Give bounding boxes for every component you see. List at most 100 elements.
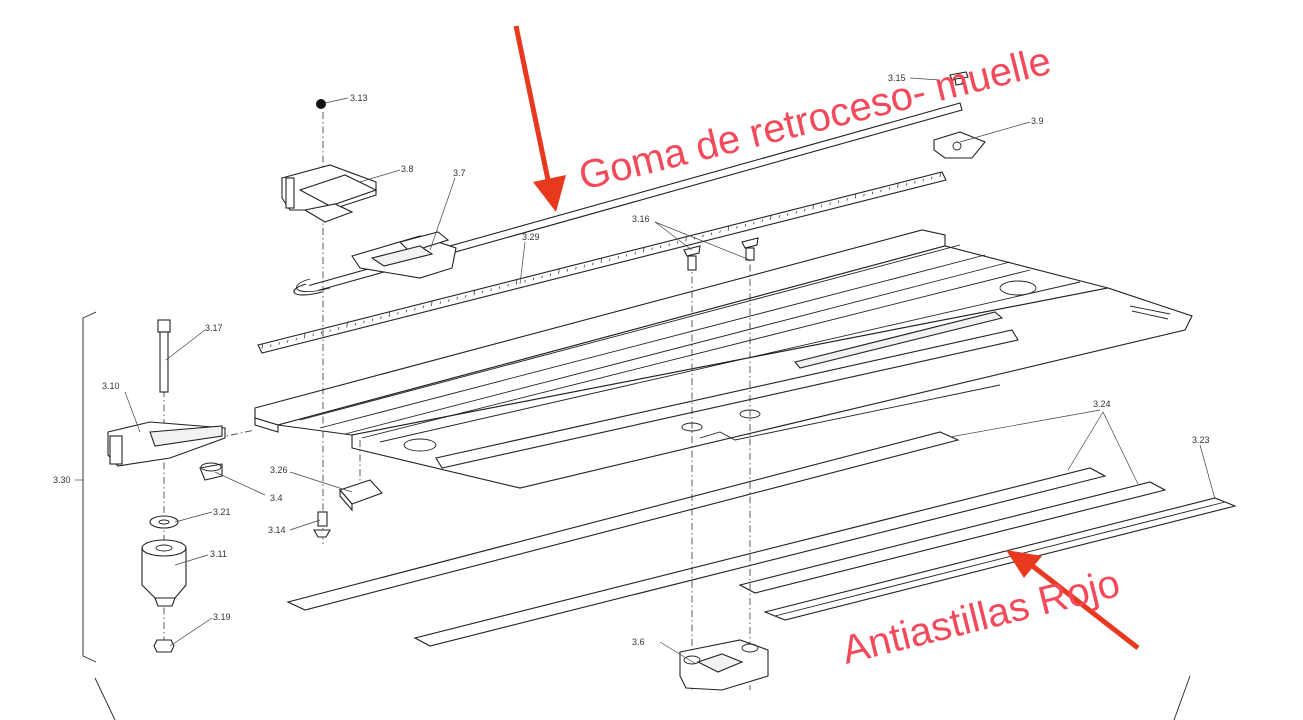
scale-tick — [634, 251, 636, 255]
nut-3-19 — [153, 639, 175, 653]
scale-tick — [507, 284, 509, 287]
scale-tick — [439, 301, 441, 304]
screw-3-15 — [949, 71, 969, 86]
scale-tick — [354, 322, 357, 326]
scale-tick — [888, 187, 891, 190]
scale-tick — [575, 266, 577, 270]
scale-tick — [295, 337, 297, 341]
label-3-19: 3.19 — [213, 612, 231, 622]
scale-tick — [753, 221, 755, 225]
scale-tick — [837, 200, 840, 203]
scale-tick — [431, 300, 433, 307]
arrow-antisplinter — [1028, 562, 1140, 650]
end-cap-3-9 — [933, 131, 986, 159]
scale-tick — [371, 318, 374, 322]
scale-tick — [448, 299, 450, 302]
part-labels: 3.13 3.8 3.7 3.29 3.15 3.9 3.16 3.17 3.1… — [53, 73, 1210, 647]
scale-tick — [736, 226, 738, 229]
scale-tick — [668, 243, 670, 246]
scale-tick — [473, 290, 475, 296]
scale-tick — [566, 269, 569, 272]
annotation-spring: Goma de retroceso- muelle — [513, 25, 1055, 212]
arrow-spring — [513, 25, 551, 181]
scale-tick — [397, 312, 399, 315]
main-rail — [254, 229, 1193, 489]
slide-3-7 — [351, 231, 457, 279]
scale-tick — [812, 204, 814, 210]
scale-tick — [914, 180, 916, 184]
scale-tick — [490, 288, 492, 291]
label-3-9: 3.9 — [1031, 116, 1044, 126]
scale-tick — [871, 191, 874, 195]
label-3-13: 3.13 — [350, 93, 368, 103]
scale-tick — [727, 225, 730, 231]
clamp-3-8 — [281, 164, 378, 223]
screws-3-16 — [683, 237, 759, 271]
arrowhead-antisplinter — [1006, 550, 1042, 578]
label-3-7: 3.7 — [453, 168, 466, 178]
screw-3-14 — [313, 511, 331, 538]
scale-tick — [414, 307, 416, 311]
scale-tick — [880, 189, 882, 193]
label-3-15: 3.15 — [888, 73, 906, 83]
scale-tick — [388, 311, 391, 317]
scale-tick — [465, 294, 467, 298]
scale-tick — [829, 202, 831, 205]
label-3-4: 3.4 — [270, 493, 283, 503]
scale-tick — [422, 305, 424, 309]
scale-tick — [626, 254, 628, 257]
label-3-16: 3.16 — [632, 214, 650, 224]
label-3-17: 3.17 — [205, 323, 223, 333]
scale-tick — [676, 241, 679, 244]
scale-tick — [787, 213, 789, 216]
spring-rod — [293, 102, 963, 296]
label-3-10: 3.10 — [102, 381, 120, 391]
ball-3-13 — [316, 99, 326, 109]
frame-line-left — [94, 677, 116, 720]
annotation-antisplinter-text: Antiastillas Rojo — [838, 561, 1125, 673]
scale-tick — [744, 223, 747, 227]
scale-tick — [897, 182, 899, 188]
frame-line-right — [1173, 675, 1191, 720]
scale-tick — [270, 344, 272, 347]
label-3-11: 3.11 — [210, 549, 227, 559]
label-3-30: 3.30 — [53, 475, 71, 485]
scale-tick — [498, 286, 501, 289]
scale-tick — [261, 343, 263, 350]
scale-tick — [329, 329, 331, 332]
scale-tick — [380, 316, 382, 319]
label-3-24: 3.24 — [1093, 399, 1111, 409]
assembly-bracket — [75, 311, 97, 663]
scale-tick — [770, 214, 772, 221]
scale-tick — [719, 230, 721, 233]
scale-tick — [524, 279, 526, 283]
label-3-26: 3.26 — [270, 465, 288, 475]
splinter-strips — [286, 431, 1237, 647]
leader-lines — [124, 77, 1216, 665]
scale-tick — [854, 193, 857, 199]
scale-tick — [320, 331, 323, 334]
scale-tick — [821, 204, 823, 208]
scale-strip — [257, 171, 947, 354]
insert-3-4 — [199, 462, 223, 481]
scale-tick — [456, 297, 458, 300]
scale-tick — [702, 234, 704, 238]
scale-tick — [600, 257, 602, 264]
bolt-3-17 — [157, 319, 171, 393]
knob-3-11 — [141, 539, 187, 607]
scale-tick — [592, 262, 594, 266]
scale-tick — [761, 219, 763, 223]
scale-tick — [549, 273, 552, 276]
scale-tick — [939, 171, 941, 178]
scale-tick — [405, 309, 408, 313]
scale-tick — [287, 340, 289, 343]
label-3-23: 3.23 — [1192, 435, 1210, 445]
scale-tick — [922, 178, 924, 182]
scale-tick — [609, 258, 611, 261]
scale-tick — [337, 327, 340, 330]
scale-tick — [312, 333, 314, 337]
scale-tick — [558, 268, 560, 274]
scale-tick — [659, 245, 662, 248]
scale-tick — [304, 333, 306, 339]
